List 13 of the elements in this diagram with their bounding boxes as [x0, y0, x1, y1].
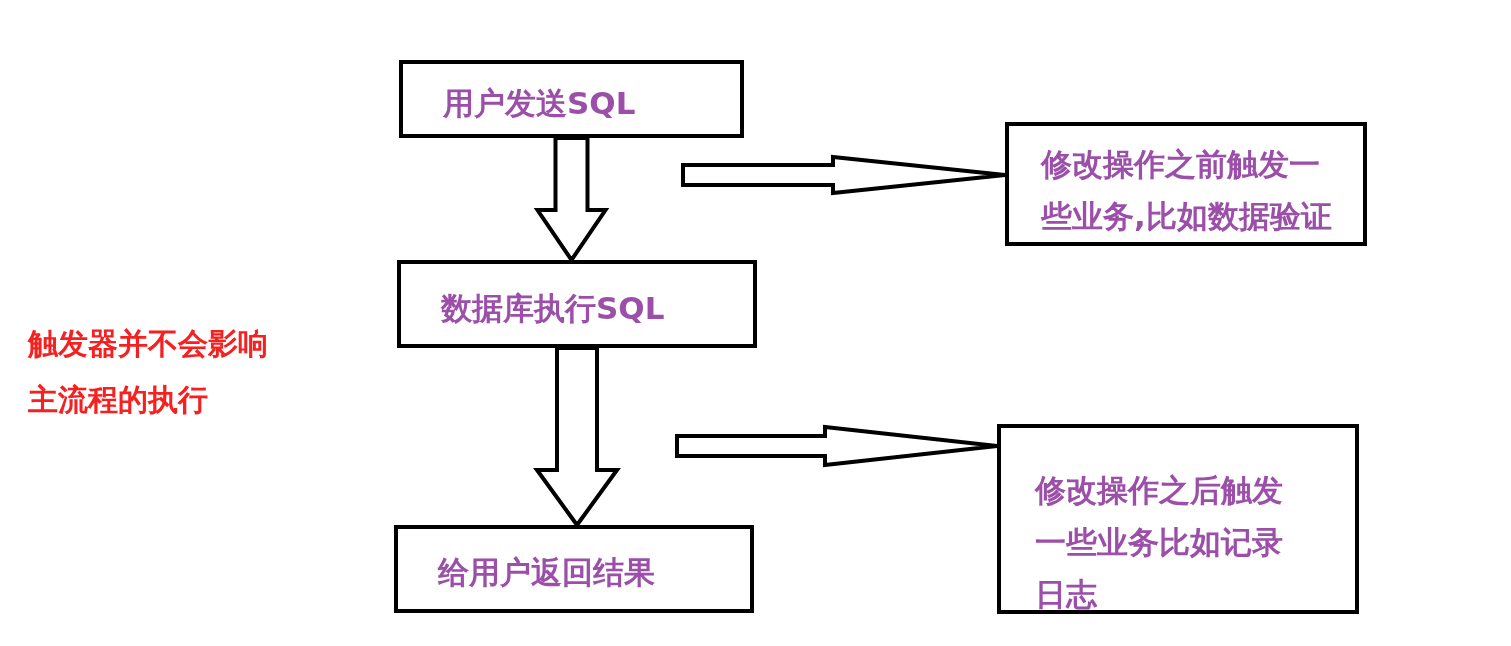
block-arrow — [675, 424, 999, 468]
process-box — [399, 60, 744, 138]
process-box — [394, 525, 754, 613]
process-box — [997, 424, 1359, 614]
step-text: 数据库执行SQL — [441, 289, 666, 328]
step-text: 修改操作之后触发一些业务比如记录日志 — [1035, 471, 1284, 614]
step-text: 用户发送SQL — [443, 84, 637, 123]
step-text: 给用户返回结果 — [438, 553, 656, 592]
step-text: 修改操作之前触发一些业务,比如数据验证 — [1041, 145, 1333, 236]
block-arrow — [681, 154, 1007, 196]
process-box — [397, 260, 757, 348]
process-box — [1005, 122, 1367, 246]
note-text: 触发器并不会影响主流程的执行 — [28, 325, 269, 419]
